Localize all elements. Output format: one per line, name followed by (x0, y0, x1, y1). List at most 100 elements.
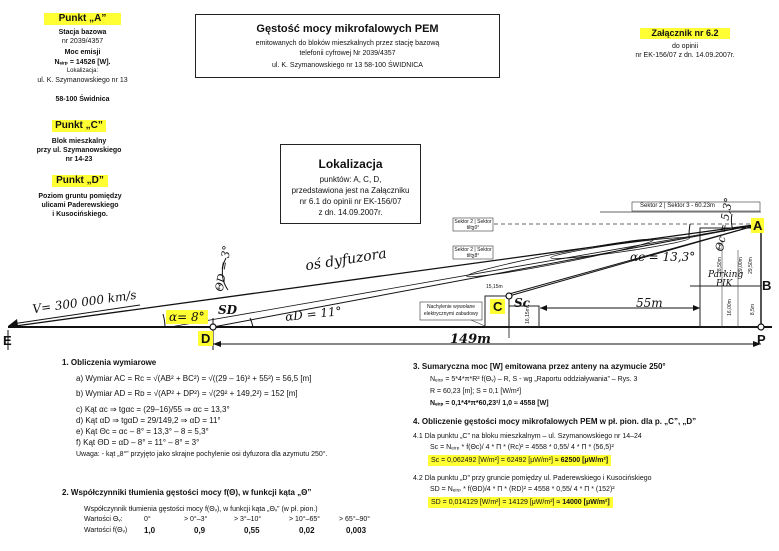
header-l2: telefonii cyfrowej Nr 2039/4357 (299, 50, 396, 57)
legend-c-l1: Blok mieszkalny (51, 138, 107, 145)
legend-a-l4: Nₑᵢᵣₚ = 14526 [W]. (54, 59, 111, 66)
label-alpha-e: α= 8° (166, 310, 208, 324)
location-l3: nr 6.1 do opinii nr EK-156/07 (299, 197, 402, 206)
table-v-3: 0,55 (244, 526, 260, 535)
header-l3: ul. K. Szymanowskiego nr 13 58-100 ŚWIDN… (272, 62, 423, 69)
legend-c-l2: przy ul. Szymanowskiego (36, 147, 122, 154)
calc-s42: 4.2 Dla punktu „D” przy gruncie pomiędzy… (413, 475, 652, 482)
legend-d-l3: i Kusocińskiego. (52, 211, 108, 218)
calc-s42-f: SD = Nₑᵢᵣₚ * f(ΘD)/4 * Π * (RD)² = 4558 … (430, 486, 615, 493)
label-sc: Sc (514, 296, 530, 310)
legend-d-title: Punkt „D” (52, 175, 108, 187)
label-alpha-c: αc = 13,3° (630, 250, 696, 264)
sector-top-box (631, 201, 761, 212)
marker-d (209, 323, 217, 331)
table-h-0: Wartości Θᵥ: (84, 516, 123, 523)
calc-s1-title: 1. Obliczenia wymiarowe (62, 358, 157, 367)
line-a-c2 (508, 223, 762, 297)
legend-c-title: Punkt „C” (52, 120, 106, 132)
legend-point-d: Punkt „D” Poziom gruntu pomiędzy ulicami… (30, 172, 130, 222)
label-sector-a1: Sektor 2 | Sektor 3 (454, 219, 492, 232)
annex-l1: do opinii (671, 43, 699, 50)
calc-s3-l2: R = 60,23 [m]; S = 0,1 [W/m²] (430, 388, 522, 395)
table-h-1: 0° (144, 516, 151, 523)
label-h-b4: 16,00m (726, 299, 733, 316)
legend-d-l2: ulicami Paderewskiego (41, 202, 119, 209)
label-sd: SD (218, 303, 238, 317)
dim-55-arrow-l (540, 305, 547, 311)
calc-note: Uwaga: - kąt „8°” przyjęto jako skrajne … (76, 451, 328, 458)
label-h-c2: 16,15m (524, 307, 531, 324)
sector-box-1 (452, 217, 494, 232)
table-v-4: 0,02 (299, 526, 315, 535)
calc-s4-title: 4. Obliczenie gęstości mocy mikrofalowyc… (413, 417, 697, 426)
legend-a-l3: Moc emisji (64, 49, 101, 56)
label-a: A (751, 218, 765, 233)
label-sector-a2: Sektor 2 | Sektor 3 (454, 247, 492, 260)
arc-alpha-c (688, 223, 691, 237)
arc-theta-c (730, 213, 734, 231)
roof-note-box (419, 301, 483, 321)
location-box: Lokalizacja punktów: A, C, D, przedstawi… (280, 144, 421, 224)
sector-box-2 (452, 245, 494, 260)
speed-arrow-head (8, 319, 18, 326)
calc-s41: 4.1 Dla punktu „C” na bloku mieszkalnym … (413, 433, 642, 440)
line-a-d2 (169, 223, 762, 328)
calc-s3-l3: Nₑᵢᵣₚ = 0,1*4*π*60,23²/ 1,0 ≈ 4558 [W] (430, 400, 549, 407)
calc-s2-l1: Współczynnik tłumienia gęstości mocy f(Θ… (84, 506, 318, 513)
calc-s3-l1: Nₑᵢᵣₚ = 5*4*π*R² f(Θᵥ) – R, S - wg „Rapo… (430, 376, 638, 383)
location-l2: przedstawiona jest na Załączniku (291, 186, 410, 195)
speed-arrow (11, 304, 141, 325)
arc-alpha-d (249, 317, 254, 328)
calc-f: f) Kąt ΘD = αD – 8° = 11° – 8° = 3° (76, 438, 200, 447)
marker-p (757, 323, 765, 331)
calc-s3-title: 3. Sumaryczna moc [W] emitowana przez an… (413, 362, 666, 371)
annex-l2: nr EK-156/07 z dn. 14.09.2007r. (635, 52, 735, 59)
header-title: Gęstość mocy mikrofalowych PEM (256, 23, 439, 35)
calc-s42-result: SD = 0,014129 [W/m²] = 14129 [μW/m²] ≈ 1… (428, 497, 613, 508)
label-b: B (762, 278, 772, 293)
label-p: P (757, 332, 766, 347)
calc-s2-title: 2. Współczynniki tłumienia gęstości mocy… (62, 488, 312, 497)
legend-a-l2: nr 2039/4357 (61, 38, 104, 45)
table-v-2: 0,9 (194, 526, 206, 535)
legend-a-title: Punkt „A” (44, 13, 121, 25)
line-a-e (7, 223, 762, 328)
dim-149-arrow-r (753, 341, 761, 347)
table-h-2: > 0°–3° (184, 516, 208, 523)
annex-title: Załącznik nr 6.2 (640, 28, 730, 39)
table-h-5: > 65°–90° (339, 516, 371, 523)
calc-c: c) Kąt αc ⇒ tgαc = (29–16)/55 ⇒ αc = 13,… (76, 405, 230, 414)
table-v-0: Wartości f(Θᵥ) (84, 527, 128, 534)
calc-s41-result: Sc = 0,062492 [W/m²] = 62492 [μW/m²] ≈ 6… (428, 455, 612, 466)
label-sector-top: Sektor 2 | Sektor 3 - 60.23m (640, 203, 715, 209)
marker-c (505, 292, 513, 300)
table-v-1: 1,0 (144, 526, 156, 535)
label-e: E (3, 333, 12, 348)
legend-c-l3: nr 14-23 (65, 156, 93, 163)
legend-a-l5: Lokalizacja: (66, 68, 99, 74)
calc-s42-result-a: SD = 0,014129 [W/m²] = 14129 [μW/m²] (431, 499, 555, 506)
legend-point-a: Punkt „A” Stacja bazowa nr 2039/4357 Moc… (37, 13, 128, 119)
calc-s41-f: Sc = Nₑᵢᵣₚ * f(Θc)/ 4 * Π * (Rc)² = 4558… (430, 444, 614, 451)
legend-d-l1: Poziom gruntu pomiędzy (38, 193, 122, 200)
arc-theta-d (221, 257, 229, 291)
table-h-3: > 3°–10° (234, 516, 262, 523)
label-sector-a1b: tilt: 0° (466, 225, 480, 231)
label-149m: 149m (450, 332, 491, 347)
calc-a: a) Wymiar AC = Rᴄ = √(AB² + BC²) = √((29… (76, 374, 312, 383)
table-v-5: 0,003 (346, 526, 367, 535)
legend-a-l1: Stacja bazowa (58, 29, 107, 36)
label-roof-note2: elektrycznymi zabudowy (423, 311, 479, 317)
location-title: Lokalizacja (318, 157, 383, 171)
calc-s42-result-b: ≈ 14000 [μW/m²] (556, 499, 610, 506)
calc-s41-result-a: Sc = 0,062492 [W/m²] = 62492 [μW/m²] (431, 457, 553, 464)
dim-55-arrow-r (693, 305, 700, 311)
label-d: D (198, 331, 214, 346)
header-box: Gęstość mocy mikrofalowych PEM emitowany… (195, 14, 500, 78)
label-pik: PIK (716, 279, 733, 289)
calc-b: b) Wymiar AD = Rᴅ = √(AP² + DP²) = √(29²… (76, 389, 298, 398)
legend-a-l6: ul. K. Szymanowskiego nr 13 (37, 77, 128, 84)
label-roof-note1: Nachylenie wywołane (426, 304, 476, 310)
arc-alpha-e (162, 313, 166, 328)
